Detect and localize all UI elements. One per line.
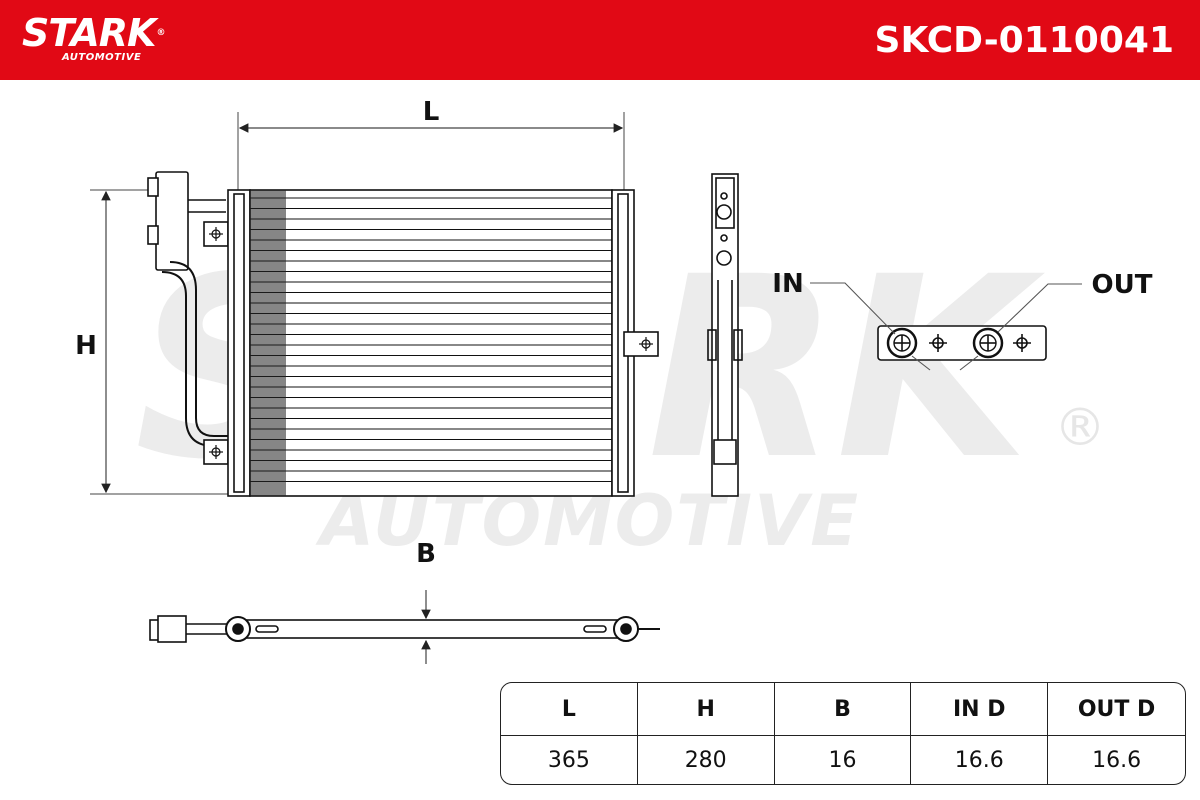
condenser-front-view bbox=[147, 171, 659, 497]
dimension-value: 280 bbox=[638, 736, 775, 784]
brand-name: STARK bbox=[22, 11, 156, 55]
technical-drawing: STARK AUTOMOTIVE ® L H bbox=[75, 97, 1153, 664]
dimension-header: B bbox=[774, 683, 912, 736]
dimension-header: L bbox=[501, 683, 638, 736]
brand-logo: STARK® AUTOMOTIVE bbox=[22, 11, 165, 64]
condenser-bottom-view bbox=[149, 615, 660, 643]
dimension-value: 365 bbox=[501, 736, 638, 784]
label-L: L bbox=[423, 97, 440, 127]
dimensions-header-row: L H B IN D OUT D bbox=[501, 683, 1185, 736]
dimension-value: 16.6 bbox=[1092, 747, 1142, 773]
condenser-side-view bbox=[707, 173, 743, 497]
dimension-B: B bbox=[416, 539, 436, 664]
part-number: SKCD-0110041 bbox=[874, 20, 1174, 61]
dimension-H: H bbox=[75, 189, 230, 495]
label-H: H bbox=[75, 331, 97, 361]
dimensions-table: L H B IN D OUT D 365 280 16 16.6 16.6 bbox=[500, 682, 1186, 785]
dimension-header: OUT D bbox=[1048, 683, 1185, 736]
label-B: B bbox=[416, 539, 436, 569]
dimension-value: 16 bbox=[775, 736, 912, 784]
dimension-value: 16.6 bbox=[911, 736, 1049, 784]
dimensions-value-row: 365 280 16 16.6 16.6 bbox=[501, 736, 1185, 784]
brand-registered-mark: ® bbox=[156, 28, 165, 38]
dimension-header: IN D bbox=[911, 683, 1049, 736]
connector-detail bbox=[810, 282, 1082, 371]
label-OUT: OUT bbox=[1092, 270, 1153, 300]
label-IN: IN bbox=[772, 269, 803, 299]
header-bar: STARK® AUTOMOTIVE SKCD-0110041 bbox=[0, 0, 1200, 80]
dimension-header: H bbox=[637, 683, 775, 736]
brand-subtitle: AUTOMOTIVE bbox=[62, 52, 142, 63]
dimension-L: L bbox=[237, 97, 625, 195]
watermark-reg: ® bbox=[1054, 398, 1106, 458]
